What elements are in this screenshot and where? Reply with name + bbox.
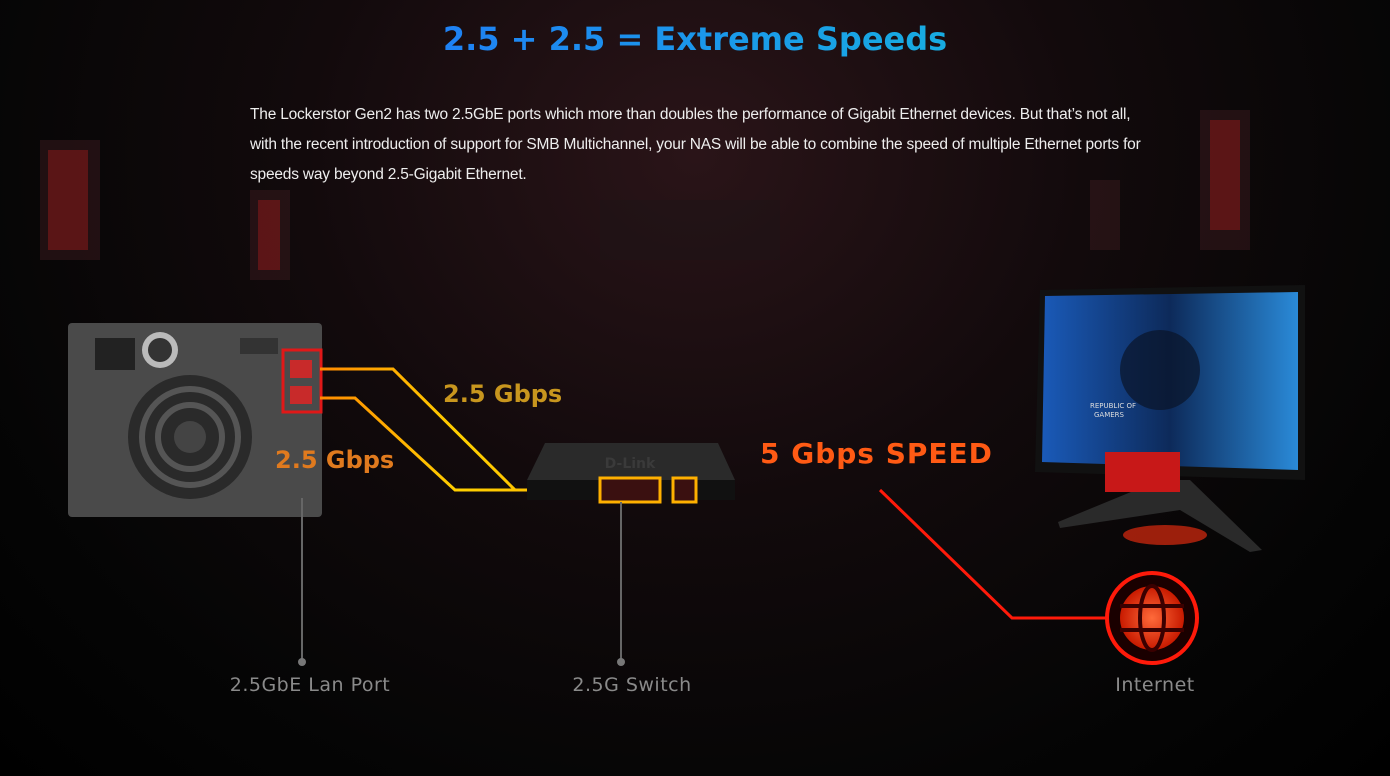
combined-speed-label: 5 Gbps SPEED xyxy=(760,437,993,470)
speed-label-top: 2.5 Gbps xyxy=(443,380,563,408)
speed-label-bottom: 2.5 Gbps xyxy=(275,446,395,474)
switch-uplink-ports xyxy=(671,476,698,504)
switch-ports xyxy=(598,476,662,504)
internet-cable xyxy=(878,488,1108,620)
intro-paragraph: The Lockerstor Gen2 has two 2.5GbE ports… xyxy=(250,106,1141,183)
nas-lan-ports xyxy=(281,348,323,414)
switch-device: D-Link xyxy=(527,443,735,504)
caption-switch: 2.5G Switch xyxy=(572,674,692,696)
page-title: 2.5 + 2.5 = Extreme Speeds xyxy=(0,20,1390,58)
globe-icon xyxy=(1105,571,1199,665)
svg-text:REPUBLIC OF: REPUBLIC OF xyxy=(1090,402,1136,410)
caption-internet: Internet xyxy=(1115,674,1195,696)
svg-text:GAMERS: GAMERS xyxy=(1094,411,1125,419)
caption-nas: 2.5GbE Lan Port xyxy=(229,674,391,696)
network-card xyxy=(1105,452,1180,492)
svg-text:D-Link: D-Link xyxy=(605,456,656,472)
monitor-device: REPUBLIC OF GAMERS xyxy=(1035,285,1305,552)
nas-device xyxy=(68,323,323,517)
